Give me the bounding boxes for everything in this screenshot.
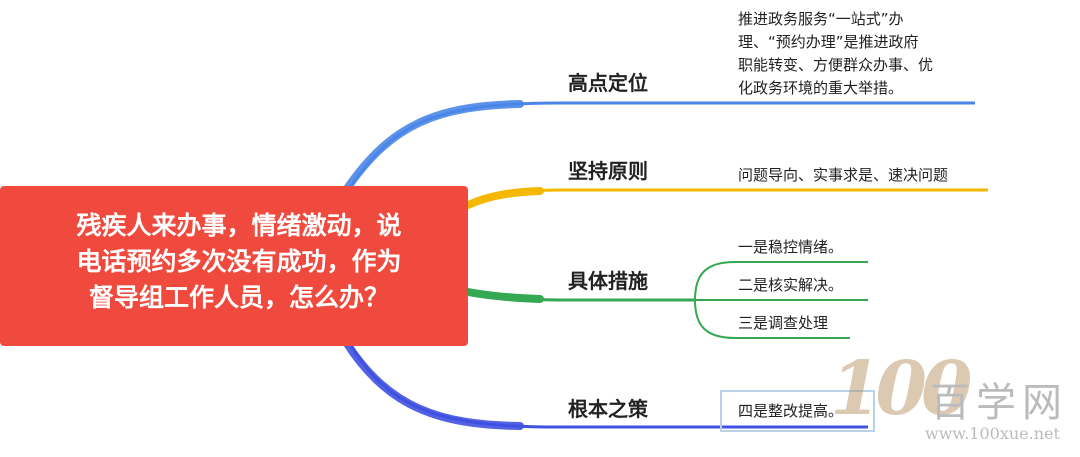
leaf-line: 理、“预约办理”是推进政府 (738, 33, 919, 51)
leaf-line: 推进政务服务“一站式”办 (738, 10, 904, 28)
watermark: 100 百学网 www.100xue.net (830, 346, 1080, 457)
connector-genben-thick (342, 338, 524, 430)
watermark-cn: 百学网 (930, 380, 1068, 426)
root-question-node: 残疾人来办事，情绪激动，说 电话预约多次没有成功，作为 督导组工作人员，怎么办？ (0, 186, 468, 346)
leaf-juti-1: 一是稳控情绪。 (738, 238, 844, 256)
connector-juti-leaf3 (694, 299, 850, 339)
watermark-logo: 100 (830, 346, 972, 432)
connector-gaodian-thick (342, 100, 524, 194)
root-line: 督导组工作人员，怎么办？ (88, 283, 389, 312)
branch-label-jianchi: 坚持原则 (568, 159, 648, 183)
watermark-url: www.100xue.net (925, 424, 1060, 443)
connector-jianchi (467, 188, 988, 206)
leaf-genben: 四是整改提高。 (738, 402, 844, 420)
branch-label-genben: 根本之策 (568, 397, 648, 421)
connector-jianchi-thick (464, 187, 544, 209)
branch-label-juti: 具体措施 (568, 269, 648, 293)
leaf-juti-3: 三是调查处理 (738, 314, 829, 332)
leaf-jianchi: 问题导向、实事求是、速决问题 (738, 166, 949, 184)
leaf-line: 化政务环境的重大举措。 (738, 79, 904, 97)
connector-juti-thick (464, 288, 544, 303)
connector-juti-leaf1 (694, 261, 868, 301)
branch-label-gaodian: 高点定位 (568, 71, 648, 95)
root-line: 残疾人来办事，情绪激动，说 (76, 211, 402, 240)
leaf-genben-box (720, 390, 875, 432)
leaf-juti-2: 二是核实解决。 (738, 276, 844, 294)
leaf-line: 职能转变、方便群众办事、优 (738, 56, 934, 74)
root-line: 电话预约多次没有成功，作为 (76, 247, 402, 276)
leaf-gaodian: 推进政务服务“一站式”办 理、“预约办理”是推进政府 职能转变、方便群众办事、优… (738, 8, 933, 100)
